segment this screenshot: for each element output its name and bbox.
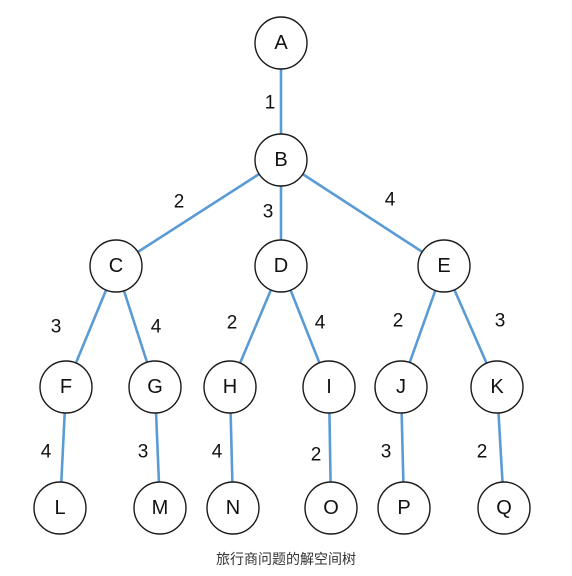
figure-caption: 旅行商问题的解空间树 [216,552,356,568]
node-circle [304,481,358,535]
node-o: O [304,481,358,535]
node-circle [470,360,524,414]
node-circle [89,239,143,293]
edge-weight-h-n: 4 [212,442,223,463]
node-label: G [147,376,163,398]
node-d: D [254,239,308,293]
edge-weight-a-b: 1 [265,93,276,114]
node-f: F [39,360,93,414]
node-circle [374,360,428,414]
node-l: L [33,481,87,535]
edge-weight-d-i: 4 [315,313,326,334]
node-label: B [274,149,287,171]
node-c: C [89,239,143,293]
node-label: H [223,376,237,398]
node-a: A [254,16,308,70]
edge-weight-b-d: 3 [263,202,274,223]
edge-weight-f-l: 4 [41,442,52,463]
edge-weight-b-e: 4 [385,190,396,211]
edge-weight-e-j: 2 [393,311,404,332]
node-e: E [417,239,471,293]
solution-space-tree: 1 2 3 4 3 4 2 4 2 3 4 3 4 2 3 2 A B C D E F G H I J K L M N O P Q [33,16,531,535]
node-label: O [323,497,339,519]
nodes-layer: A B C D E F G H I J K L M N O P Q [33,16,531,535]
node-circle [417,239,471,293]
node-label: C [109,255,123,277]
node-label: F [60,376,72,398]
node-circle [33,481,87,535]
edge-weight-g-m: 3 [138,442,149,463]
edge-weight-i-o: 2 [311,445,322,466]
node-circle [254,133,308,187]
node-b: B [254,133,308,187]
node-label: Q [496,497,512,519]
node-circle [128,360,182,414]
node-label: M [152,497,169,519]
edge-weight-k-q: 2 [477,442,488,463]
node-circle [477,481,531,535]
node-n: N [206,481,260,535]
node-m: M [133,481,187,535]
node-circle [39,360,93,414]
node-g: G [128,360,182,414]
node-label: A [274,32,288,54]
node-p: P [377,481,431,535]
node-label: J [396,376,406,398]
edge-weight-j-p: 3 [381,442,392,463]
edge-weight-c-g: 4 [151,317,162,338]
node-h: H [203,360,257,414]
edge-weight-e-k: 3 [495,311,506,332]
node-j: J [374,360,428,414]
node-label: K [490,376,504,398]
node-label: E [437,255,450,277]
edge-weight-d-h: 2 [227,313,238,334]
node-q: Q [477,481,531,535]
edge-b-c [115,158,282,268]
edge-weight-c-f: 3 [51,317,62,338]
edge-b-e [280,158,445,268]
node-label: P [397,497,410,519]
node-circle [302,360,356,414]
node-circle [203,360,257,414]
node-label: D [274,255,288,277]
node-circle [254,239,308,293]
edge-weight-b-c: 2 [174,192,185,213]
node-i: I [302,360,356,414]
node-circle [377,481,431,535]
node-k: K [470,360,524,414]
node-label: L [54,497,65,519]
node-label: N [226,497,240,519]
node-label: I [326,376,332,398]
node-circle [206,481,260,535]
node-circle [133,481,187,535]
node-circle [254,16,308,70]
